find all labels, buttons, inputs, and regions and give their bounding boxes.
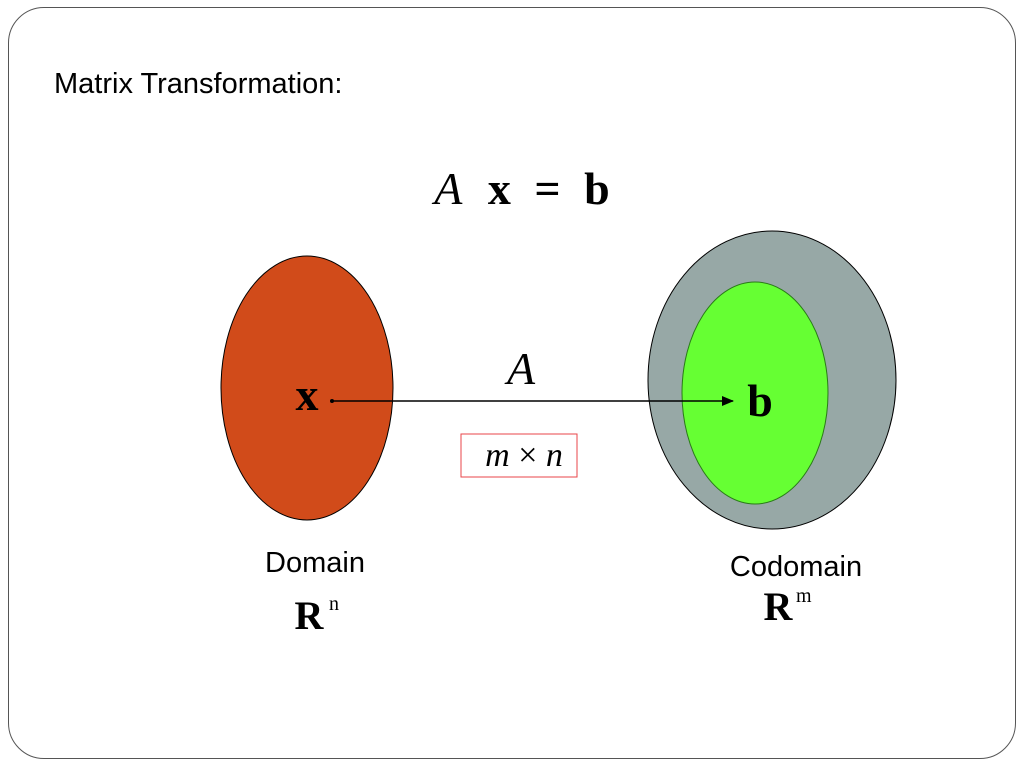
equation-equals: = [534,163,560,214]
domain-set [220,255,394,521]
matrix-size-n: n [546,437,563,474]
domain-point-label: x [296,369,319,420]
codomain-space-exponent: m [796,585,812,607]
matrix-size: m × n [485,437,563,474]
equation: A x = b [431,163,609,214]
matrix-size-m: m [485,437,510,474]
codomain-point-label: b [747,375,773,426]
equation-result: b [584,163,610,214]
range-set [681,281,829,505]
equation-vector: x [488,163,511,214]
domain-label: Domain [265,547,365,579]
matrix-size-times: × [518,437,537,474]
codomain-label: Codomain [730,551,862,583]
domain-space-symbol: R [295,593,325,638]
codomain-space-symbol: R [764,584,794,629]
slide-title: Matrix Transformation: [54,68,343,100]
matrix-size-box [460,433,578,478]
equation-matrix: A [431,163,463,214]
domain-space-exponent: n [329,593,339,615]
mapping-label: A [504,343,536,394]
